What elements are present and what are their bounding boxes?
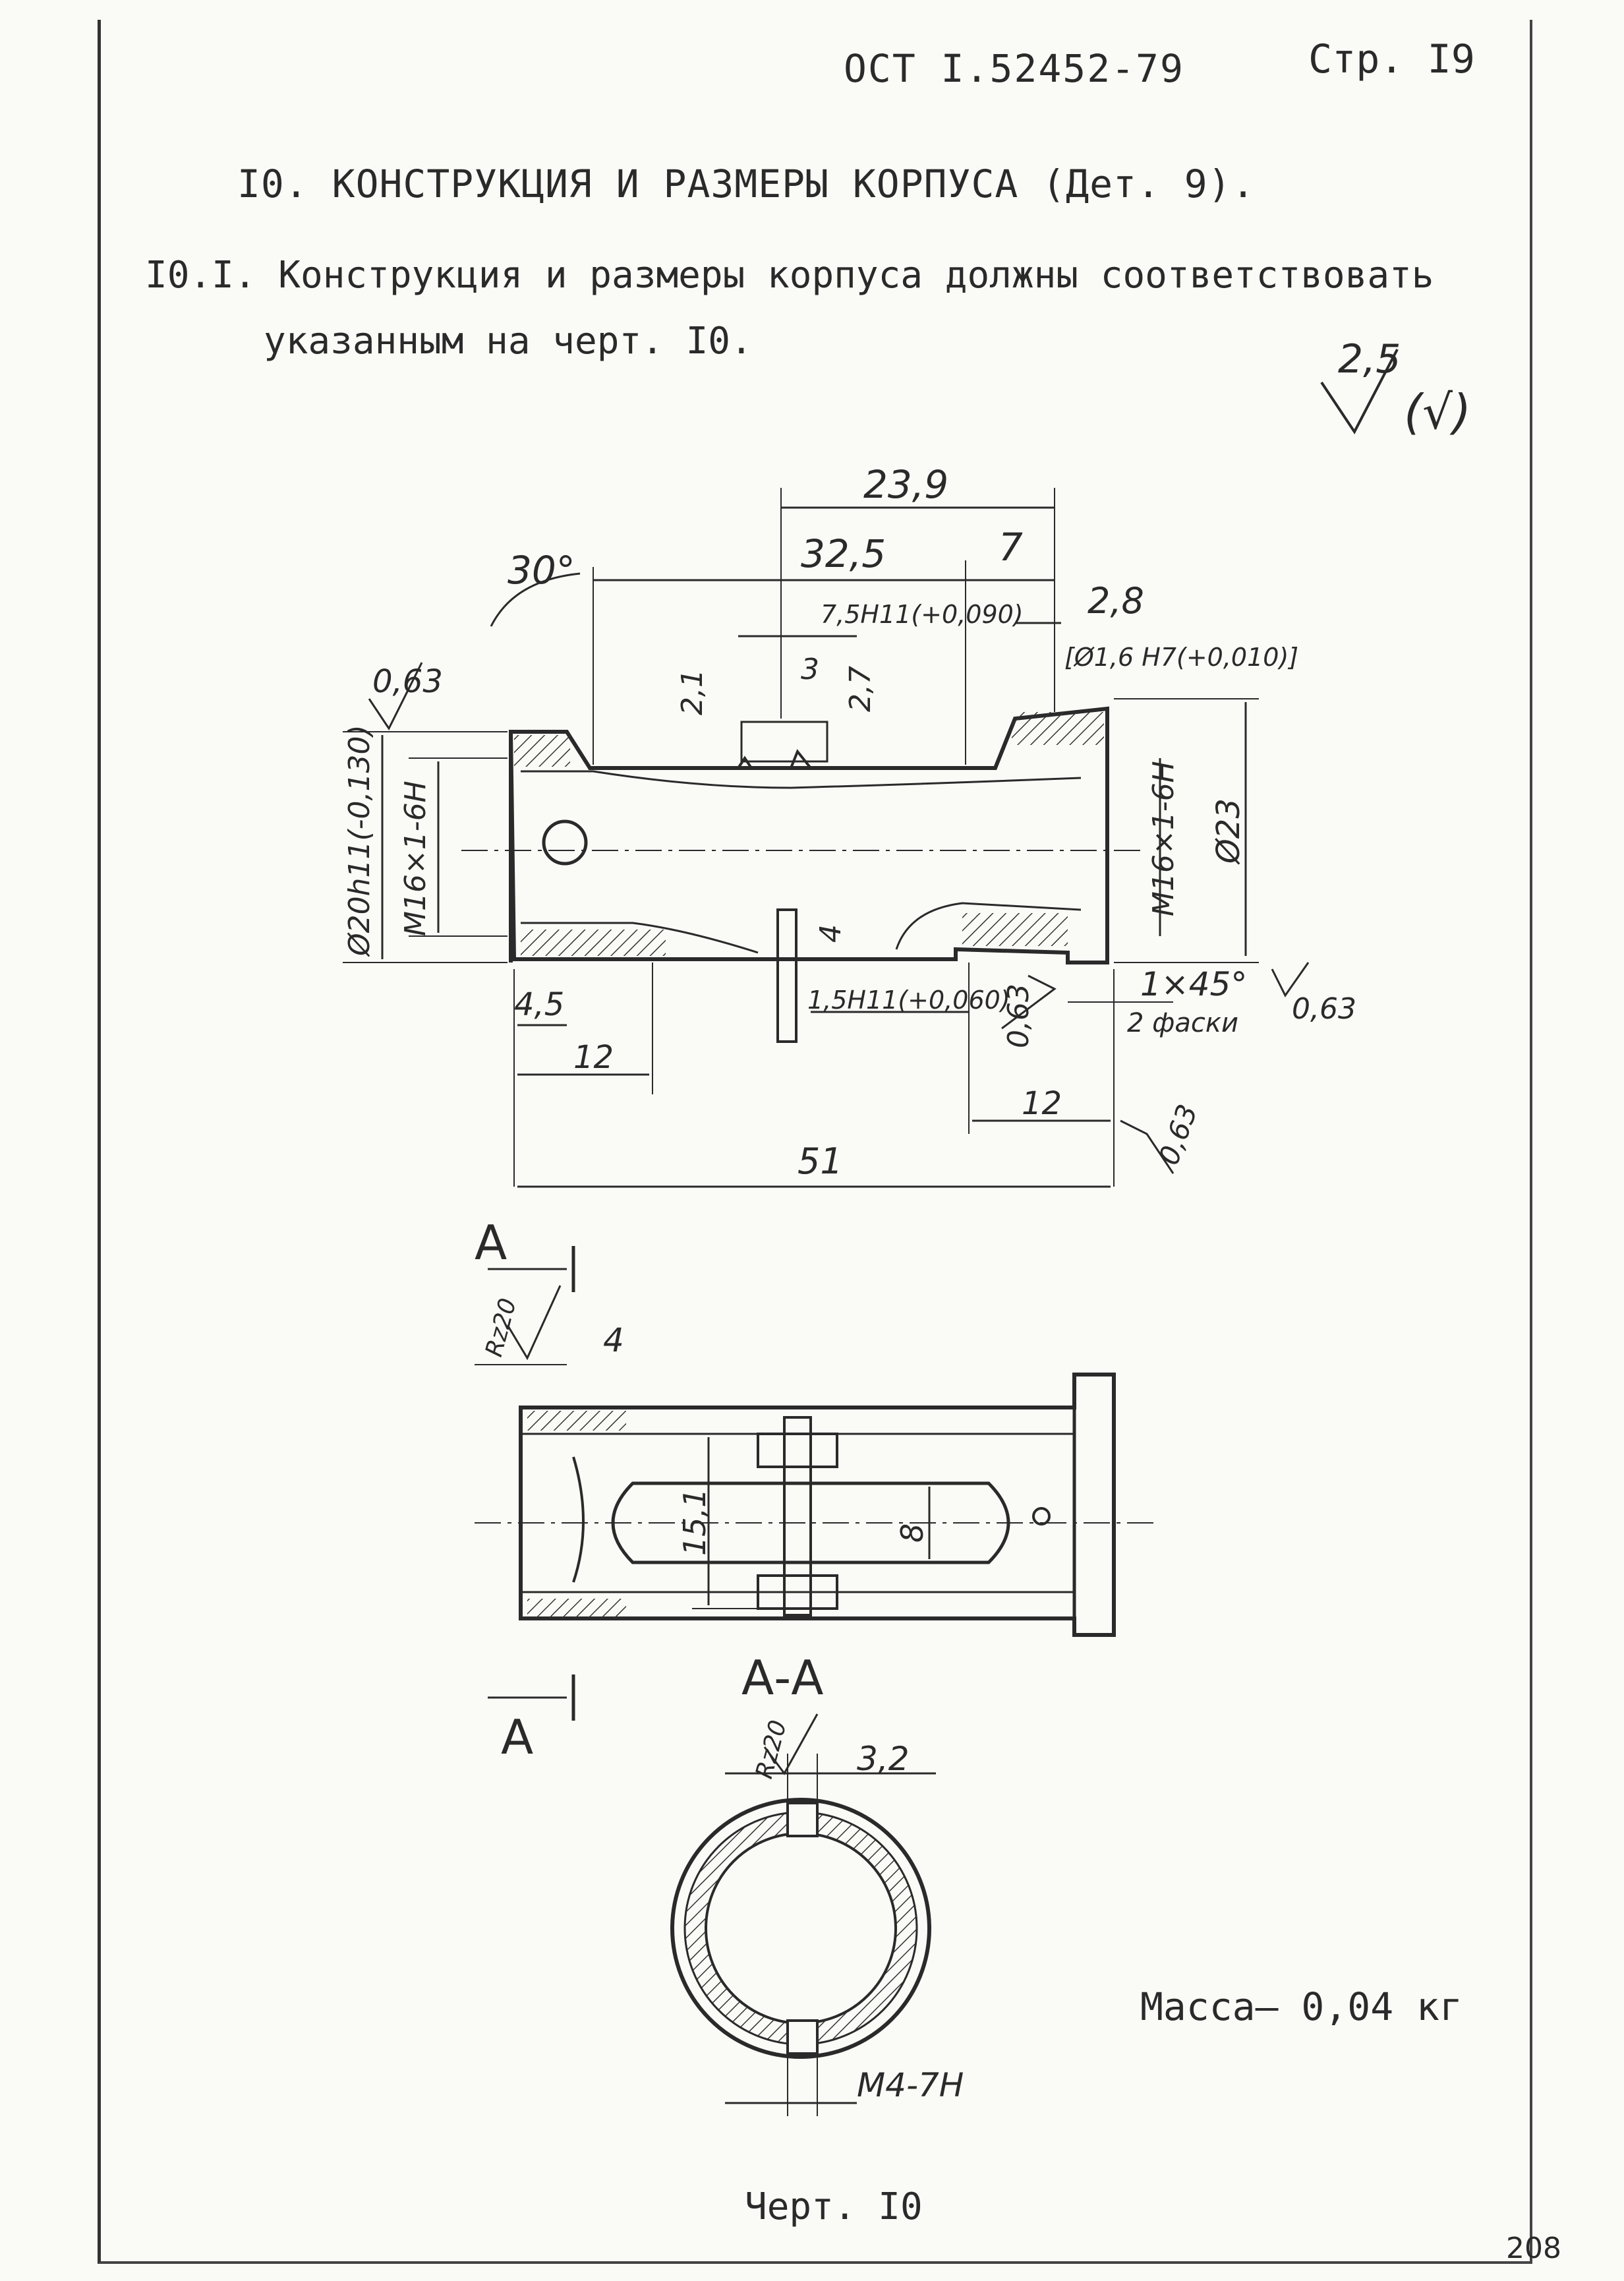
roughness-mark-general: 2,5 (√) (1320, 336, 1471, 440)
section-title: I0. КОНСТРУКЦИЯ И РАЗМЕРЫ КОРПУСА (Дет. … (237, 162, 1256, 206)
dim-3: 3 (801, 653, 819, 686)
section-view (670, 1713, 936, 2116)
dim-8: 8 (894, 1524, 930, 1543)
roughness-general-value: 2,5 (1338, 336, 1401, 382)
thread-right: М16×1-6Н (1147, 761, 1180, 916)
roughness-other-value: (√) (1404, 384, 1471, 440)
dim-15-1: 15,1 (677, 1489, 712, 1556)
standard-number: ОСТ I.52452-79 (844, 46, 1184, 91)
dim-51: 51 (798, 1140, 843, 1182)
roughness-right: 0,63 (1292, 992, 1356, 1026)
angle-30: 30° (508, 548, 575, 593)
thread-left: М16×1-6Н (399, 781, 432, 936)
main-view (343, 488, 1310, 1188)
dim-7: 7 (999, 525, 1023, 570)
top-view (475, 1246, 1160, 1721)
slot-width-dim: 7,5Н11(+0,090) (821, 600, 1024, 629)
dim-2-7: 2,7 (844, 666, 877, 712)
dim-12-right: 12 (1022, 1085, 1062, 1122)
pin-hole-dim: 1,5Н11(+0,060) (807, 986, 1010, 1015)
dim-23-9: 23,9 (863, 462, 948, 507)
dim-3-2: 3,2 (857, 1740, 910, 1778)
mass-note: Масса– 0,04 кг (1140, 1984, 1463, 2029)
paragraph-line-2: указанным на черт. I0. (264, 320, 753, 363)
dim-4: 4 (814, 924, 848, 943)
top-roughness-rz20: Rz20 (480, 1295, 522, 1359)
dim-2-8: 2,8 (1088, 580, 1144, 622)
page-frame (98, 20, 1532, 2264)
section-mark-bottom: А (501, 1709, 533, 1765)
figure-caption: Черт. I0 (745, 2185, 923, 2228)
hole-diameter-dim: [Ø1,6 Н7(+0,010)] (1064, 643, 1298, 672)
section-title: А-А (741, 1650, 824, 1705)
top-dim-4: 4 (603, 1321, 624, 1359)
dim-4-5: 4,5 (514, 986, 564, 1023)
thread-m4: М4-7Н (857, 2066, 964, 2104)
page-label: Стр. I9 (1308, 36, 1475, 82)
section-mark-top: А (475, 1215, 507, 1270)
roughness-left: 0,63 (372, 663, 443, 700)
dim-32-5: 32,5 (801, 531, 886, 576)
page-number: 208 (1506, 2232, 1561, 2265)
roughness-bottom: 0,63 (1152, 1100, 1204, 1170)
outer-diameter-right: Ø23 (1210, 798, 1247, 865)
roughness-mid: 0,63 (1002, 984, 1035, 1048)
dim-2-1: 2,1 (676, 669, 709, 715)
chamfer-note: 2 фаски (1127, 1008, 1238, 1038)
outer-diameter-left: Ø20h11(-0,130) (343, 725, 376, 957)
dim-12-left: 12 (573, 1039, 614, 1076)
paragraph-line-1: I0.I. Конструкция и размеры корпуса долж… (145, 254, 1434, 297)
chamfer-dim: 1×45° (1140, 965, 1247, 1003)
